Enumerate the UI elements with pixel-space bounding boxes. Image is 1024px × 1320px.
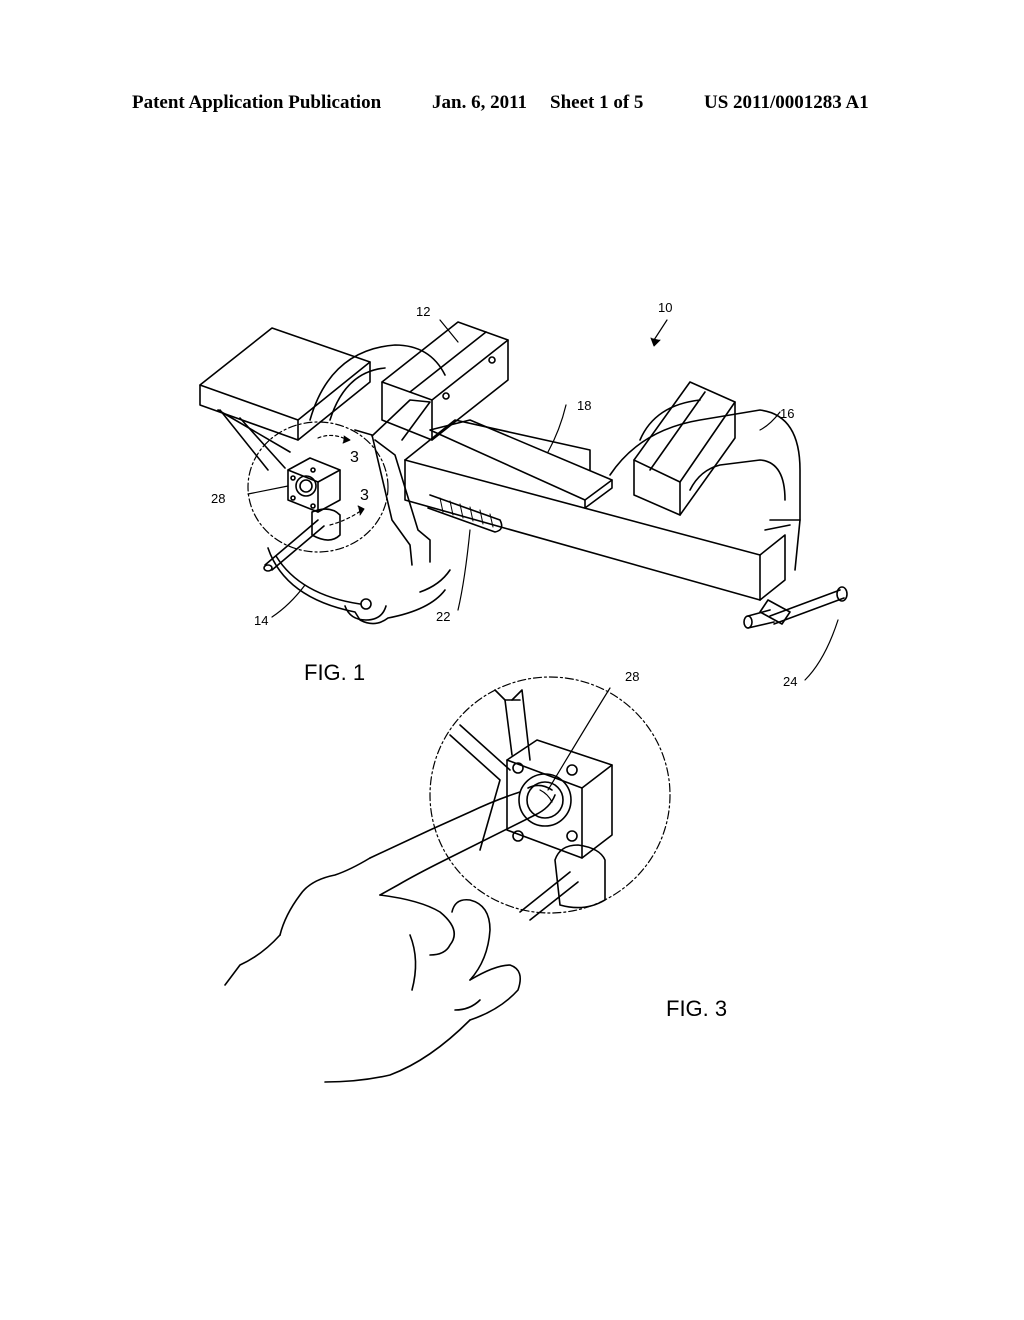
ref-22: 22	[436, 609, 450, 624]
page-header: Patent Application Publication Jan. 6, 2…	[0, 92, 1024, 116]
ref-14: 14	[254, 613, 268, 628]
ref-12: 12	[416, 304, 430, 319]
ref-28-fig1: 28	[211, 491, 225, 506]
publication-title: Patent Application Publication	[132, 92, 382, 113]
ref-10: 10	[658, 300, 672, 315]
section-mark-upper: 3	[350, 449, 359, 466]
ref-18: 18	[577, 398, 591, 413]
fig3-detail-drawing	[224, 676, 671, 1083]
publication-date: Jan. 6, 2011	[432, 92, 528, 113]
section-mark-lower: 3	[360, 487, 369, 504]
fig1-vise-drawing	[199, 319, 848, 681]
ref-24: 24	[783, 674, 797, 689]
ref-16: 16	[780, 406, 794, 421]
sheet-number: Sheet 1 of 5	[550, 92, 644, 113]
fig3-label: FIG. 3	[666, 996, 728, 1021]
ref-28-fig3: 28	[625, 669, 639, 684]
fig1-label: FIG. 1	[304, 660, 366, 685]
publication-number: US 2011/0001283 A1	[704, 92, 869, 113]
